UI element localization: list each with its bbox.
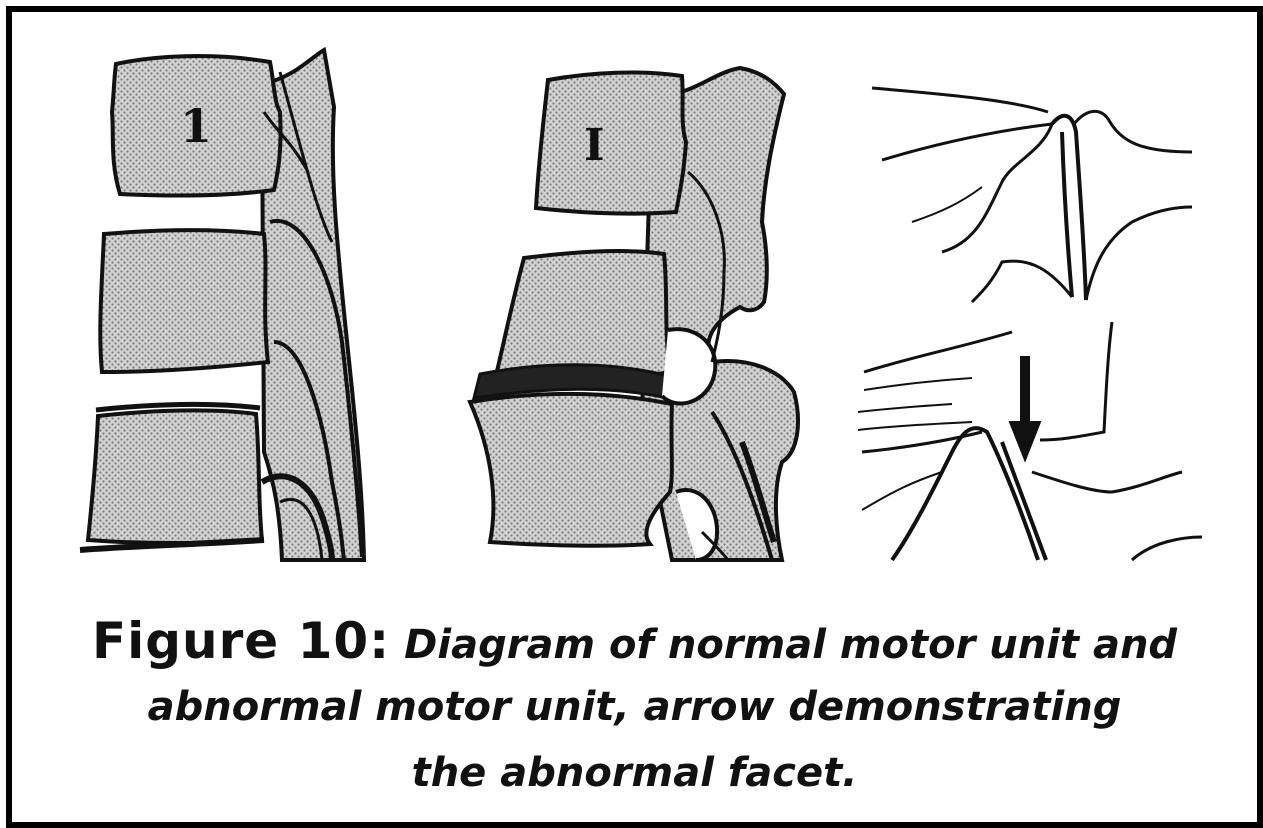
normal-vertebra-label: 1 bbox=[180, 99, 212, 153]
figure-frame: 1 I bbox=[6, 6, 1263, 828]
normal-vertebra-2 bbox=[100, 230, 268, 372]
caption-text-1: Diagram of normal motor unit and bbox=[404, 622, 1177, 668]
normal-vertebra-3 bbox=[88, 410, 262, 543]
facet-closeup-panel bbox=[858, 88, 1202, 560]
caption-line-1: Figure 10: Diagram of normal motor unit a… bbox=[12, 608, 1257, 674]
abnormal-vertebra-3 bbox=[470, 394, 672, 546]
abnormal-facet-arrow bbox=[1010, 356, 1040, 460]
figure-artwork: 1 I bbox=[12, 12, 1257, 602]
abnormal-motor-unit-panel: I bbox=[470, 68, 798, 560]
caption-line-3: the abnormal facet. bbox=[12, 740, 1257, 806]
abnormal-vertebra-label: I bbox=[584, 120, 605, 171]
abnormal-vertebra-1 bbox=[536, 73, 686, 214]
figure-label: Figure 10: bbox=[92, 612, 390, 670]
normal-motor-unit-panel: 1 bbox=[80, 50, 364, 560]
caption-line-2: abnormal motor unit, arrow demonstrating bbox=[12, 674, 1257, 740]
figure-caption: Figure 10: Diagram of normal motor unit a… bbox=[12, 608, 1257, 806]
